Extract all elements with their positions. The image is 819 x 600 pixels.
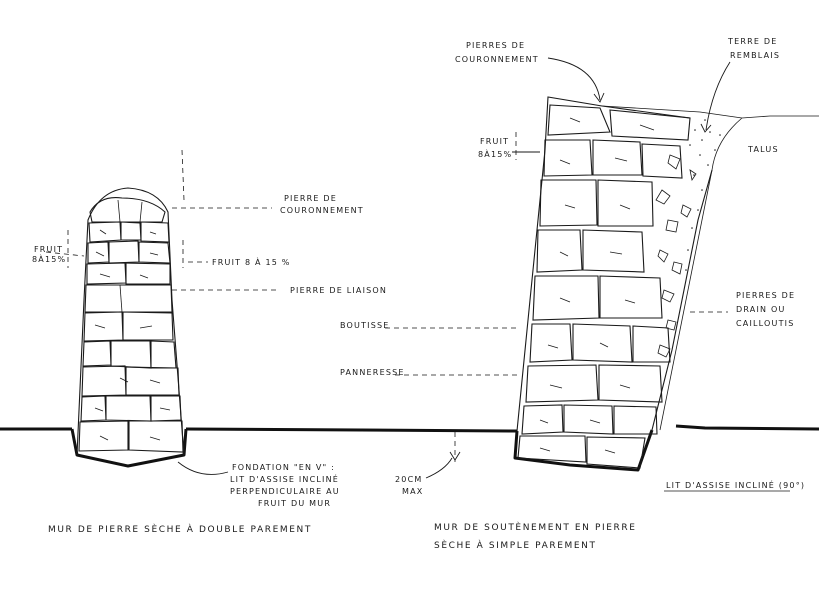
label-fondation: Fondation "en V" : — [232, 463, 335, 472]
label-fondation-4: fruit du mur — [258, 499, 331, 508]
label-talus: Talus — [747, 145, 779, 154]
v-foundation — [70, 428, 188, 468]
label-fruit-right-of-wall: Fruit 8 à 15 % — [212, 256, 291, 267]
backfill-area — [601, 105, 819, 431]
right-labels: Pierres de couronnement Terre de remblai… — [340, 37, 805, 551]
label-fondation-3: perpendiculaire au — [230, 487, 340, 496]
label-fruit-left-value: 8à15% — [32, 253, 66, 264]
label-depth: 20cm — [395, 475, 422, 484]
left-labels: Pierre de couronnement Fruit 8à15% Fruit… — [32, 194, 387, 535]
label-pierres-couronnement: Pierres de — [466, 41, 525, 50]
double-face-wall-outline — [76, 187, 185, 456]
label-pierres-drain-2: drain ou — [736, 305, 786, 314]
label-lit-assise: Lit d'assise incliné (90°) — [666, 479, 805, 490]
double-face-wall — [67, 149, 188, 468]
label-fruit-right-value: 8à15% — [478, 148, 512, 159]
caption-right-2: sèche à simple parement — [434, 539, 597, 551]
ground-line — [0, 424, 819, 433]
label-boutisse: Boutisse — [340, 321, 390, 330]
label-pierre-liaison: Pierre de liaison — [290, 286, 387, 295]
label-pierre-couronnement: Pierre de — [284, 194, 337, 203]
label-fondation-2: lit d'assise incliné — [230, 473, 339, 484]
label-terre-remblais: Terre de — [727, 37, 777, 46]
retaining-wall — [449, 96, 819, 472]
label-pierres-couronnement-2: couronnement — [455, 55, 539, 64]
label-pierres-drain-3: cailloutis — [736, 319, 795, 328]
label-fruit-right: Fruit — [480, 137, 509, 146]
label-terre-remblais-2: remblais — [730, 51, 780, 60]
label-depth-max: max — [402, 487, 423, 496]
caption-right: Mur de soutènement en pierre — [434, 521, 637, 533]
label-pierre-couronnement-2: couronnement — [280, 206, 364, 215]
backfill-stipple — [685, 119, 721, 271]
label-panneresse: Panneresse — [340, 368, 405, 377]
caption-left: Mur de pierre sèche à double parement — [48, 523, 312, 535]
label-fruit-left: Fruit — [34, 245, 63, 254]
label-pierres-drain: Pierres de — [736, 291, 795, 300]
